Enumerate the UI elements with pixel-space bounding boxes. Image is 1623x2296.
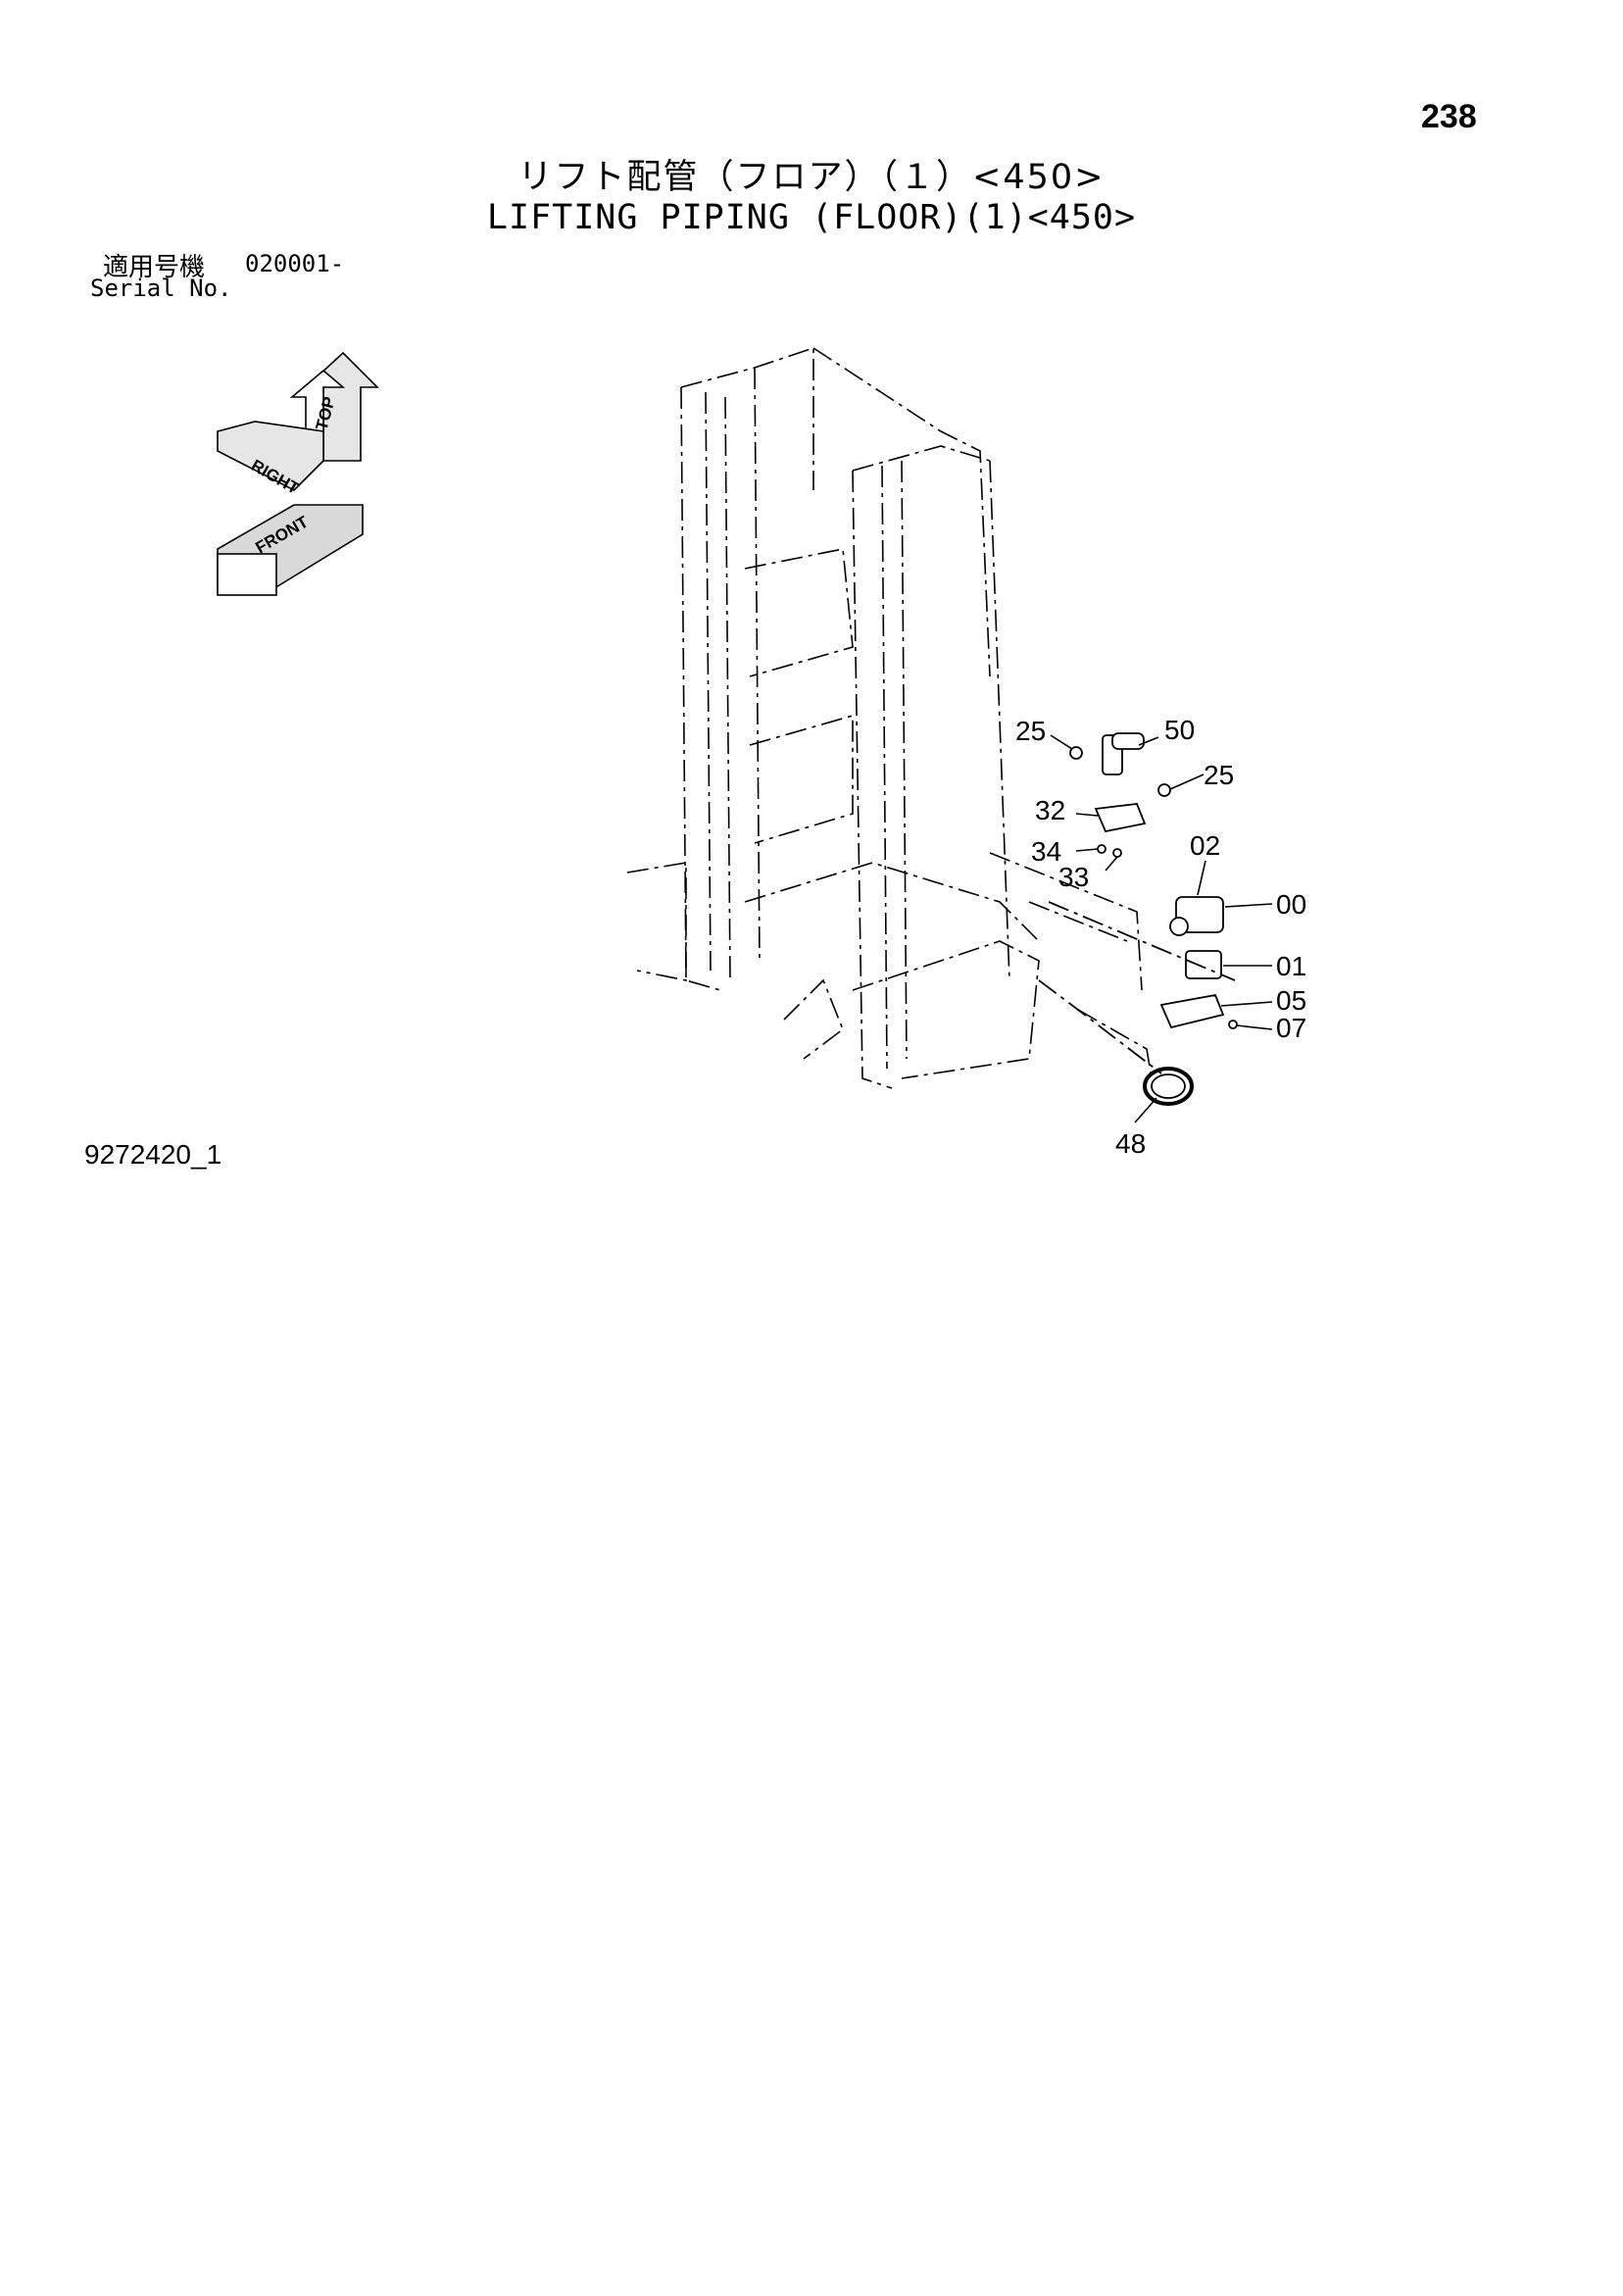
mast-frame [626,346,1153,1089]
callout-25-left: 25 [1015,716,1046,746]
serial-label-japanese: 適用号機 [103,253,206,282]
part-clamp-32 [1094,803,1147,833]
callout-00: 00 [1276,889,1306,920]
callout-48: 48 [1115,1128,1146,1159]
part-bolt-33 [1112,848,1122,858]
part-valve-00-port [1169,917,1189,936]
serial-number-value: 020001- [245,250,345,277]
callouts: 25 50 25 32 34 33 02 00 01 05 07 48 [1015,715,1306,1159]
page-title-english: LIFTING PIPING (FLOOR)(1)<450> [486,198,1137,237]
pipe-centerline [1048,901,1236,981]
part-ring-48-inner [1151,1073,1186,1099]
part-bracket-01 [1185,950,1222,979]
serial-label-english: Serial No. [90,275,232,302]
callout-02: 02 [1190,830,1220,861]
callout-05: 05 [1276,985,1306,1016]
drawing-number: 9272420_1 [84,1139,222,1170]
front-base [217,553,277,596]
callout-33: 33 [1058,862,1089,892]
part-washer-34 [1097,844,1107,854]
parts [1038,732,1238,1106]
callout-07: 07 [1276,1013,1306,1043]
page-number: 238 [1421,98,1477,135]
part-plate-05 [1159,993,1225,1029]
pipe-centerline-2 [1038,979,1162,1074]
callout-25-right: 25 [1204,760,1234,790]
page-title-japanese: リフト配管（フロア）（１）<450> [517,158,1106,197]
part-bolt-07 [1228,1020,1238,1029]
part-plug-25b [1157,783,1171,797]
callout-50: 50 [1164,715,1195,745]
callout-32: 32 [1035,795,1065,825]
part-elbow-50-cap [1111,732,1145,750]
leader-lines [1050,734,1273,1123]
right-arrow [217,421,324,491]
orientation-indicator: TOP RIGHT FRONT [217,351,379,596]
part-plug-25a [1069,746,1083,760]
callout-01: 01 [1276,951,1306,981]
callout-34: 34 [1031,836,1061,867]
